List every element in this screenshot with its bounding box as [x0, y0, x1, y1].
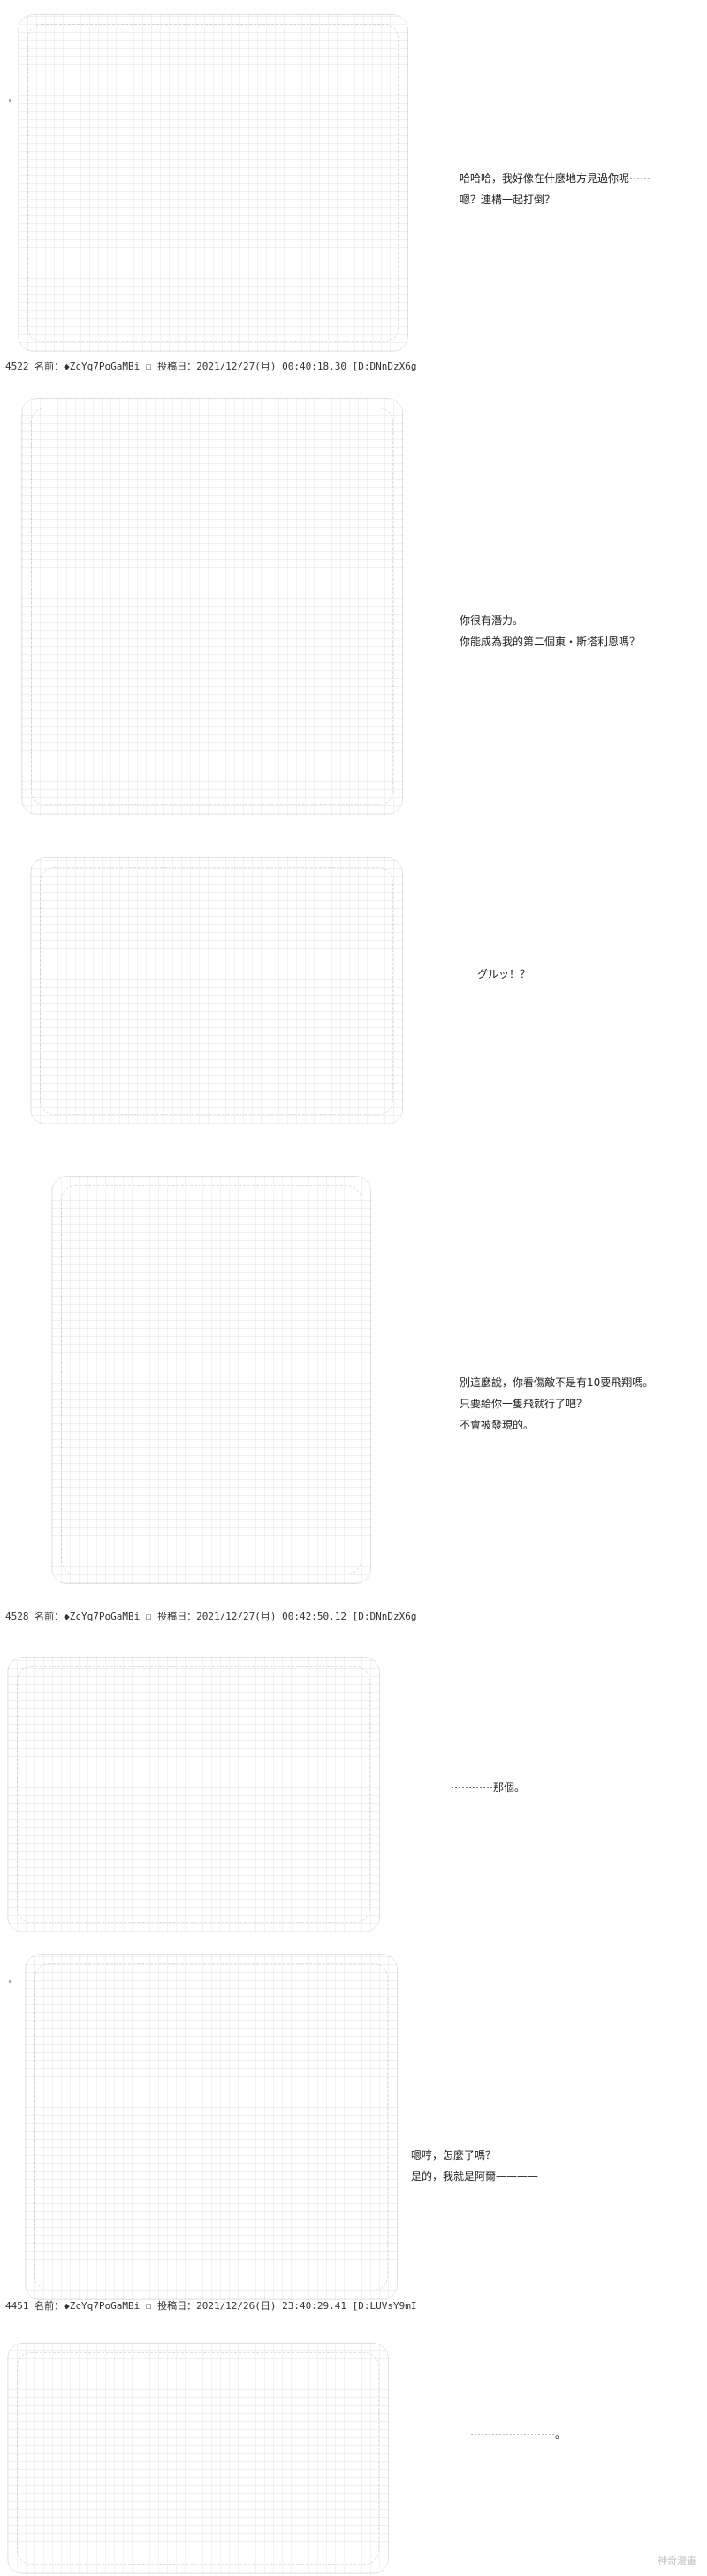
panel-7-line-1: ⋯⋯⋯⋯⋯⋯⋯⋯。 — [470, 2428, 566, 2441]
panel-7-art — [7, 2343, 389, 2574]
panel-6-line-2: 是的，我就是阿爾———— — [411, 2170, 539, 2183]
panel-1-line-1: 哈哈哈，我好像在什麼地方見過你呢⋯⋯ — [460, 172, 651, 185]
panel-5-dialogue: ⋯⋯⋯⋯那個。 — [451, 1777, 680, 1798]
panel-3: グルッ！？ — [0, 840, 707, 1158]
panel-4-meta: 4528 名前：◆ZcYq7PoGaMBi ☐ 投稿日：2021/12/27(月… — [5, 1611, 417, 1622]
panel-4-line-2: 只要給你一隻飛就行了吧？ — [460, 1398, 588, 1410]
panel-7: ⋯⋯⋯⋯⋯⋯⋯⋯。 — [0, 2325, 707, 2576]
panel-6-line-1: 嗯哼，怎麼了嗎？ — [411, 2149, 497, 2161]
panel-6-meta: 4451 名前：◆ZcYq7PoGaMBi ☐ 投稿日：2021/12/26(日… — [5, 2300, 417, 2312]
panel-4-art — [51, 1176, 371, 1584]
panel-6-dialogue: 嗯哼，怎麼了嗎？ 是的，我就是阿爾———— — [411, 2145, 641, 2187]
panel-4: 別這麼說，你看傷敵不是有10要飛翔嗎。 只要給你一隻飛就行了吧？ 不會被發現的。… — [0, 1158, 707, 1635]
panel-2-line-2: 你能成為我的第二個東・斯塔利恩嗎？ — [460, 636, 641, 648]
panel-3-line-1: グルッ！？ — [477, 968, 531, 980]
panel-6-art — [25, 1954, 398, 2300]
stray-dot-2 — [9, 1980, 11, 1983]
panel-1: 哈哈哈，我好像在什麼地方見過你呢⋯⋯ 嗯？連構一起打倒？ 4522 名前：◆Zc… — [0, 0, 707, 380]
panel-2-line-1: 你很有潛力。 — [460, 614, 524, 627]
panel-1-art — [18, 14, 408, 352]
panel-4-line-1: 別這麼說，你看傷敵不是有10要飛翔嗎。 — [460, 1376, 654, 1389]
panel-2-art — [21, 398, 403, 815]
panel-1-dialogue: 哈哈哈，我好像在什麼地方見過你呢⋯⋯ 嗯？連構一起打倒？ — [460, 168, 689, 210]
panel-4-dialogue: 別這麼說，你看傷敵不是有10要飛翔嗎。 只要給你一隻飛就行了吧？ 不會被發現的。 — [460, 1372, 689, 1436]
panel-6: 嗯哼，怎麼了嗎？ 是的，我就是阿爾———— 4451 名前：◆ZcYq7PoGa… — [0, 1936, 707, 2325]
panel-2: 你很有潛力。 你能成為我的第二個東・斯塔利恩嗎？ — [0, 380, 707, 840]
panel-3-art — [30, 857, 403, 1124]
watermark: 神奇漫畫 — [658, 2555, 696, 2566]
panel-1-line-2: 嗯？連構一起打倒？ — [460, 194, 556, 206]
panel-5-line-1: ⋯⋯⋯⋯那個。 — [451, 1781, 526, 1794]
panel-2-dialogue: 你很有潛力。 你能成為我的第二個東・斯塔利恩嗎？ — [460, 610, 689, 652]
panel-5-art — [7, 1657, 380, 1932]
panel-3-dialogue: グルッ！？ — [477, 964, 707, 985]
stray-dot-1 — [9, 99, 11, 102]
panel-5: ⋯⋯⋯⋯那個。 — [0, 1635, 707, 1936]
panel-7-dialogue: ⋯⋯⋯⋯⋯⋯⋯⋯。 — [470, 2424, 700, 2445]
panel-4-line-3: 不會被發現的。 — [460, 1419, 535, 1431]
panel-1-meta: 4522 名前：◆ZcYq7PoGaMBi ☐ 投稿日：2021/12/27(月… — [5, 361, 417, 372]
